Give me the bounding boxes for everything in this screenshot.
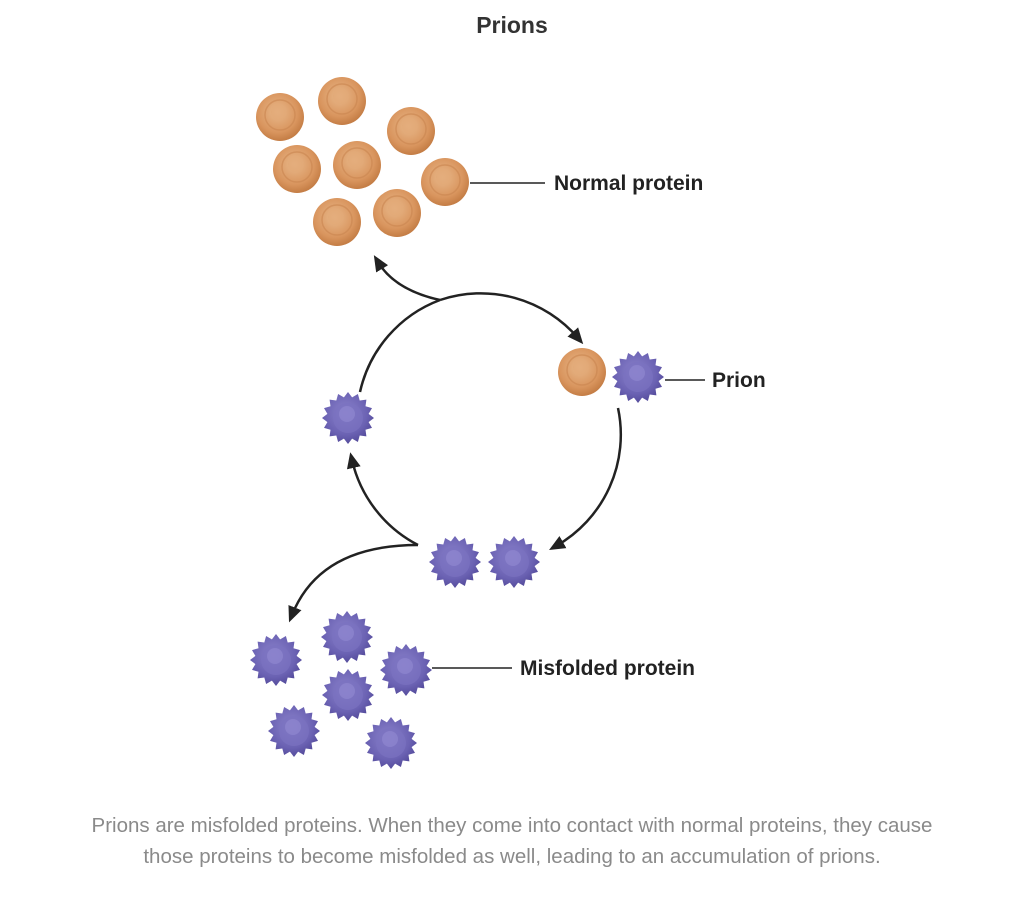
misfolded-protein [268,705,320,757]
misfolded-protein [250,634,302,686]
caption: Prions are misfolded proteins. When they… [0,810,1024,872]
normal-protein [256,93,304,141]
cycle-arrows [288,255,623,623]
prion [612,351,664,403]
misfolded-protein [488,536,540,588]
normal-protein [318,77,366,125]
label-normal-protein: Normal protein [554,172,704,195]
arrow-to-accumulation [288,543,419,623]
label-prion: Prion [712,369,766,392]
misfolded-protein [322,392,374,444]
misfolded-protein [322,669,374,721]
normal-protein [273,145,321,193]
label-lines [432,182,705,669]
arrow-up-left [346,452,419,547]
normal-protein [373,189,421,237]
normal-protein [333,141,381,189]
arrow-to-normal-proteins [373,255,441,302]
misfolded-protein [429,536,481,588]
misfolded-proteins [250,351,664,769]
normal-protein [387,107,435,155]
arrow-to-prion [439,292,584,345]
misfolded-protein [380,644,432,696]
misfolded-protein [365,717,417,769]
misfolded-protein [321,611,373,663]
normal-protein [313,198,361,246]
caption-line-1: Prions are misfolded proteins. When they… [91,814,933,837]
arrow-back-to-top [358,298,441,393]
normal-protein [421,158,469,206]
normal-proteins [256,77,606,396]
normal-protein [558,348,606,396]
label-misfolded-protein: Misfolded protein [520,657,695,680]
arrow-to-misfolded-pair [549,407,623,550]
caption-line-2: those proteins to become misfolded as we… [143,845,881,868]
diagram-title: Prions [476,12,548,38]
